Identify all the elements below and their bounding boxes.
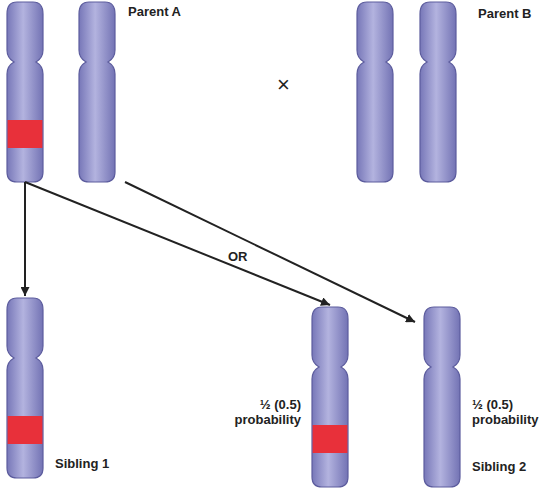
- chromosome-with-band: [7, 2, 43, 182]
- chromosome-with-band: [7, 298, 43, 478]
- inheritance-arrow: [25, 182, 330, 305]
- cross-symbol: ×: [277, 72, 290, 98]
- chromosome: [424, 307, 460, 487]
- chromosome-group: Parent A: [0, 0, 200, 182]
- chromosome-group: ½ (0.5) probabilitySibling 2: [415, 305, 552, 490]
- chromosome-group: ½ (0.5) probability: [225, 305, 355, 490]
- chromosome: [420, 2, 456, 182]
- inheritance-arrow: [125, 182, 415, 322]
- chromosome-group: Parent B: [350, 0, 552, 182]
- chromosome: [357, 2, 393, 182]
- node-label: Sibling 2: [472, 459, 550, 474]
- node-label: Sibling 1: [55, 456, 130, 471]
- edge-label: OR: [228, 249, 248, 264]
- chromosome: [79, 2, 115, 182]
- node-label: Parent B: [478, 6, 550, 21]
- inheritance-arrow: [24, 182, 26, 296]
- chromosome-group: Sibling 1: [0, 296, 130, 486]
- node-label: Parent A: [128, 4, 200, 19]
- node-label: ½ (0.5) probability: [472, 397, 550, 427]
- chromosome-with-band: [312, 307, 348, 487]
- node-label: ½ (0.5) probability: [225, 397, 301, 427]
